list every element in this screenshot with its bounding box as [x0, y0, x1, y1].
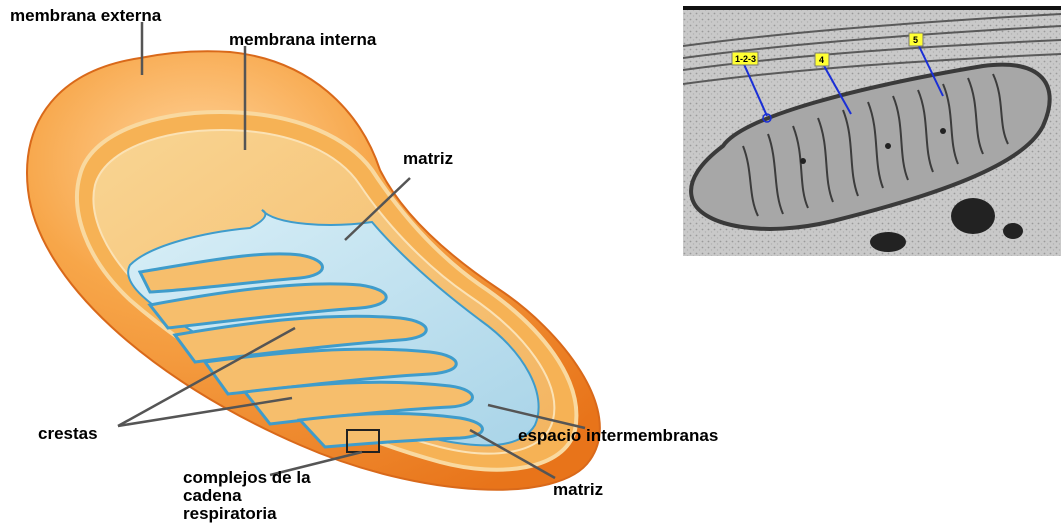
label-membrana-interna: membrana interna: [229, 30, 376, 49]
micrograph-tag-3: 5: [909, 33, 923, 46]
label-complejos-line2: cadena: [183, 486, 242, 505]
tag-1-text: 1-2-3: [735, 54, 756, 64]
label-crestas: crestas: [38, 424, 98, 443]
label-membrana-externa: membrana externa: [10, 6, 161, 25]
tag-3-text: 5: [913, 35, 918, 45]
tag-2-text: 4: [819, 55, 824, 65]
label-complejos-line3: respiratoria: [183, 504, 277, 523]
electron-micrograph: 1-2-3 4 5: [683, 6, 1061, 256]
label-matriz-bottom: matriz: [553, 480, 603, 499]
label-complejos-line1: complejos de la: [183, 468, 311, 487]
micrograph-tag-1: 1-2-3: [732, 52, 758, 65]
label-espacio-intermembranas: espacio intermembranas: [518, 426, 718, 445]
label-matriz-top: matriz: [403, 149, 453, 168]
micrograph-tag-2: 4: [815, 53, 829, 66]
